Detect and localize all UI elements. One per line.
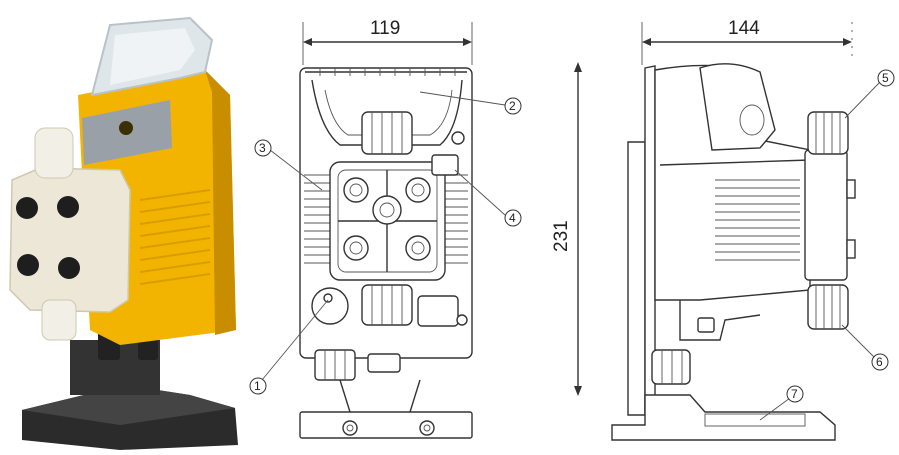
dimension-height: 231 [551, 220, 572, 252]
callout-5: 5 [877, 69, 895, 87]
side-base [611, 394, 836, 441]
side-view-drawing: 144 [611, 18, 881, 441]
top-valve [34, 127, 74, 179]
callout-label: 6 [876, 355, 883, 369]
head-bolt-icon [16, 197, 38, 219]
head-bolt-icon [57, 196, 79, 218]
control-knob-icon [119, 121, 133, 135]
callout-label: 3 [259, 141, 266, 155]
callout-7: 7 [786, 385, 804, 403]
callout-6: 6 [871, 353, 889, 371]
bottom-valve [41, 299, 77, 341]
callout-label: 2 [509, 99, 516, 113]
height-dimension: 231 [551, 62, 582, 396]
front-view-drawing: 119 [261, 18, 506, 439]
callout-1: 1 [249, 377, 267, 395]
callout-label: 7 [791, 387, 798, 401]
pump-head [9, 167, 131, 313]
dimension-width-front: 119 [370, 18, 400, 39]
callout-3: 3 [254, 139, 272, 157]
front-base-plate [299, 411, 473, 439]
callout-label: 5 [882, 71, 889, 85]
pump-photo [9, 16, 238, 450]
head-bolt-icon [17, 254, 39, 276]
callout-4: 4 [504, 209, 522, 227]
head-bolt-icon [58, 257, 80, 279]
callout-2: 2 [504, 97, 522, 115]
callout-label: 4 [509, 211, 516, 225]
callout-label: 1 [254, 379, 261, 393]
dimension-width-side: 144 [728, 18, 760, 39]
